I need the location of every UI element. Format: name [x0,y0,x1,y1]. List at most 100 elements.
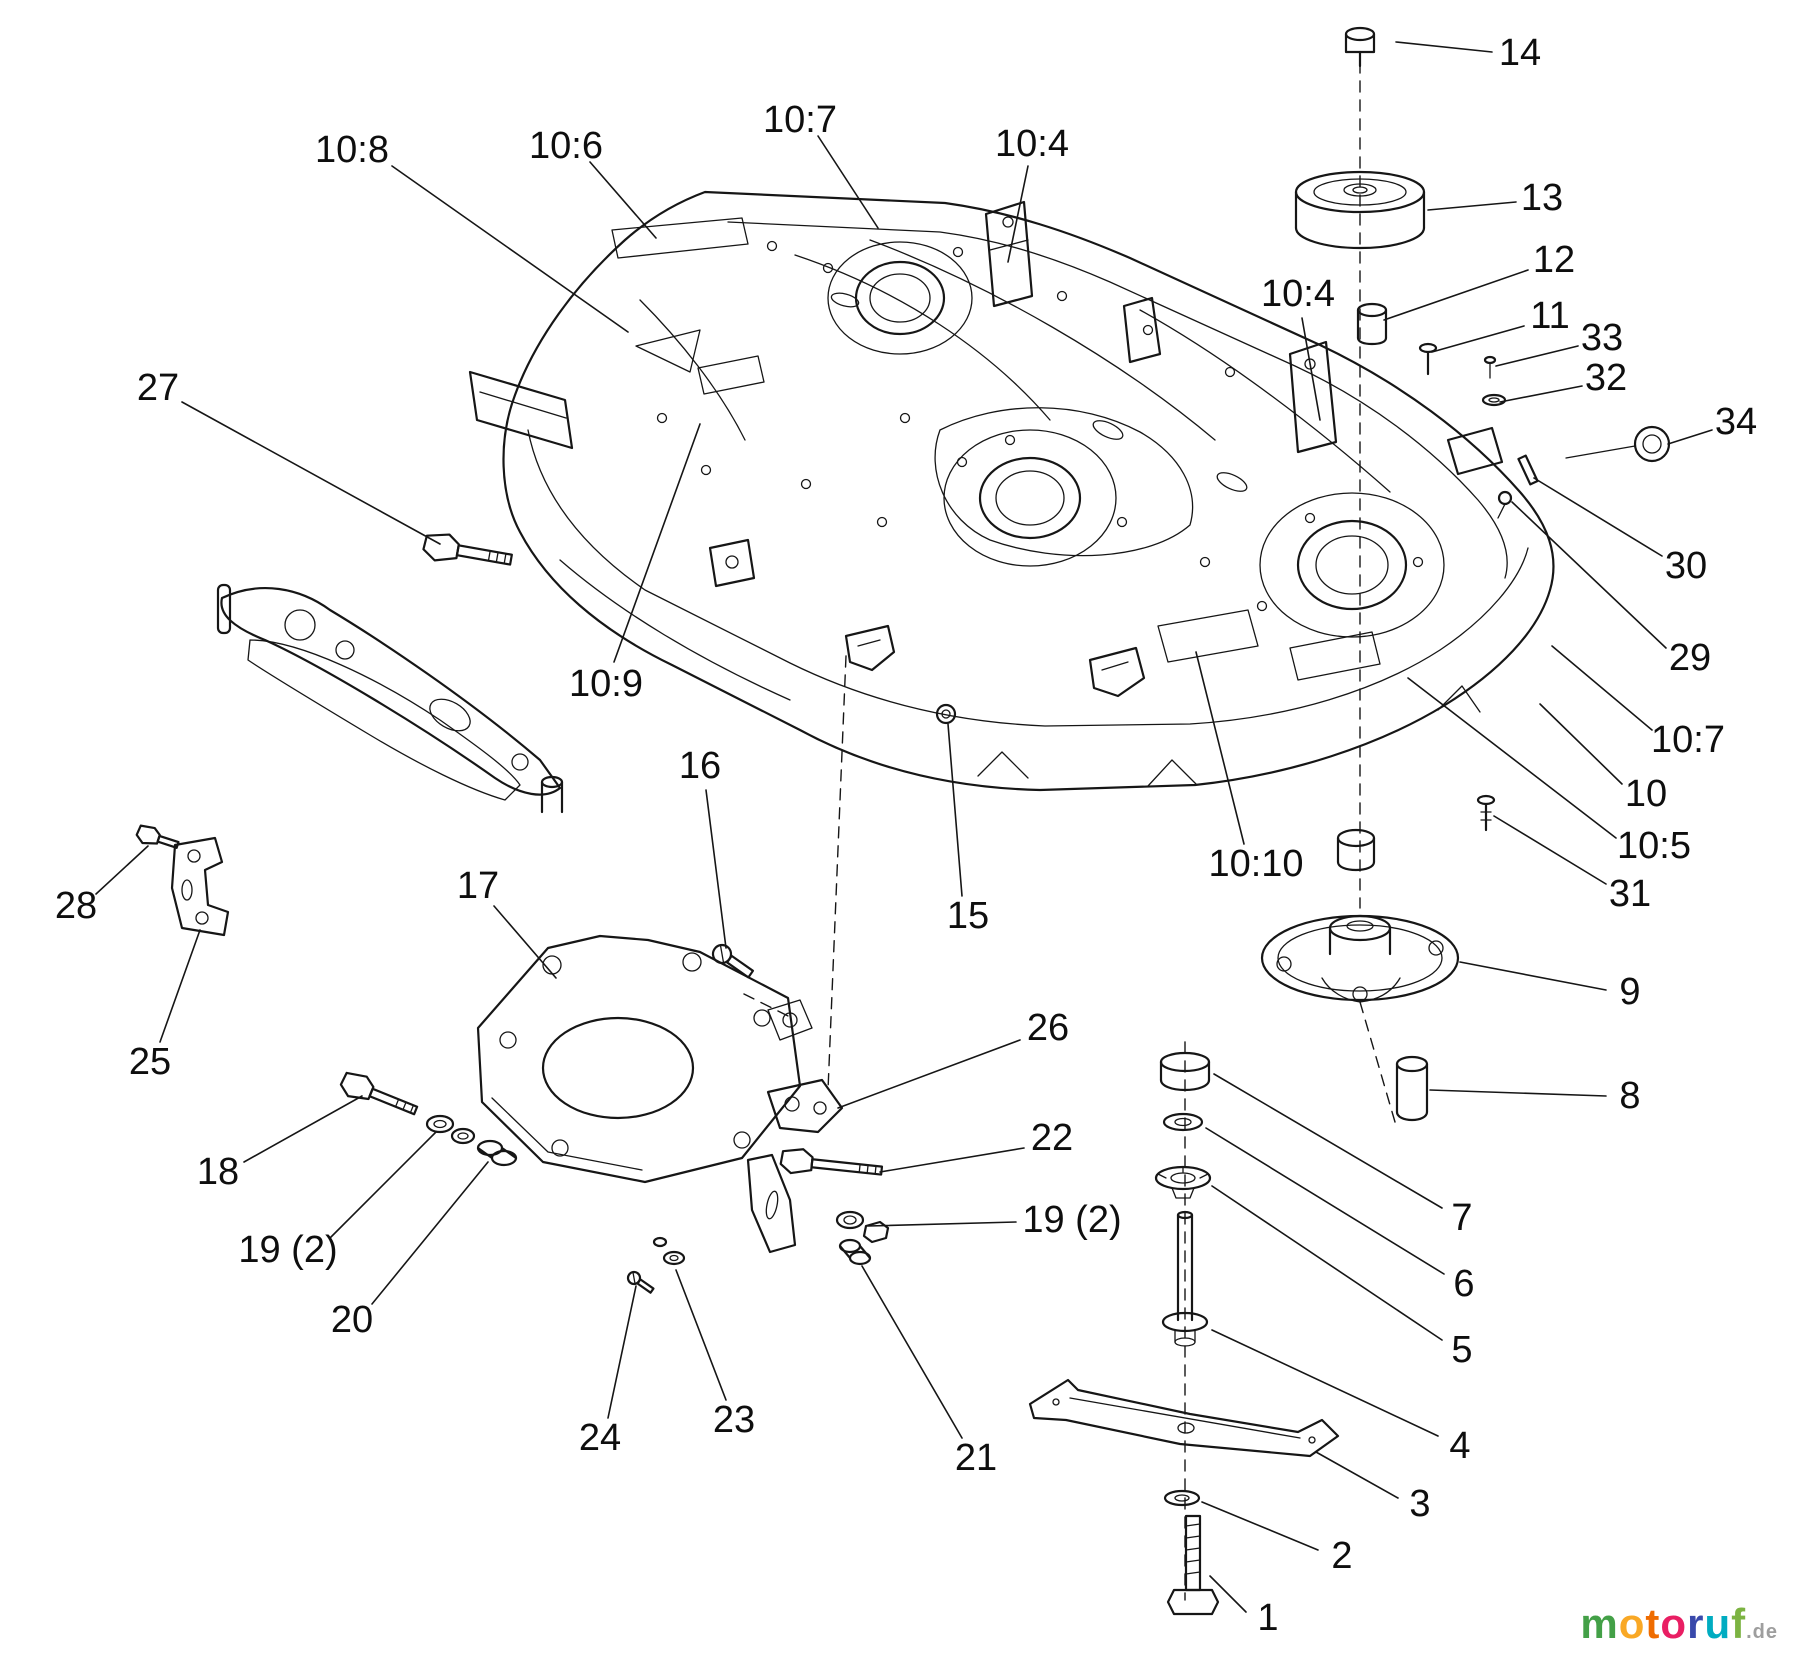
deck-left-flange [468,370,574,450]
watermark-letter: m [1580,1600,1619,1647]
washer-2 [1163,1489,1201,1507]
watermark-letter: f [1731,1600,1747,1647]
leader-line-10-4 [1007,165,1029,263]
leader-line-31 [1493,815,1607,885]
part-label-10-8: 10:8 [315,129,389,171]
hanger-pivot-pins [216,583,564,814]
part-label-11: 11 [1530,295,1569,337]
leader-line-10-7 [1551,645,1653,731]
leader-line-17 [493,905,557,979]
part-label-10-7: 10:7 [1651,719,1725,761]
part-label-4: 4 [1449,1425,1470,1467]
leader-line-13 [1427,201,1517,211]
part-label-19-2-: 19 (2) [238,1229,337,1271]
part-label-21: 21 [955,1437,997,1479]
leader-line-19-2- [329,1131,437,1239]
leader-line-10-4 [1301,317,1321,421]
deck-decals [611,217,1381,681]
washer-32 [1481,393,1507,407]
part-label-1: 1 [1257,1597,1278,1639]
part-label-5: 5 [1451,1329,1472,1371]
bracket-axis-line [827,655,847,1091]
leader-line-4 [1211,1329,1439,1437]
leader-line-10-9 [613,423,701,663]
bolt-28 [135,824,180,849]
deck-skirt-inner-line [559,559,791,701]
bolt-29 [1497,490,1513,506]
leader-line-16 [705,789,727,949]
part-label-16: 16 [679,745,721,787]
leader-line-10-5 [1407,677,1617,839]
part-label-12: 12 [1533,239,1575,281]
leader-line-25 [159,929,201,1043]
bolt-22 [779,1148,884,1176]
deck-holes [656,240,1424,612]
grommet-15 [935,703,957,725]
gauge-bracket [1446,426,1504,476]
leader-line-5 [1211,1185,1443,1341]
part-label-10-7: 10:7 [763,99,837,141]
hanger-arm-rear [247,639,521,801]
leader-line-33 [1495,345,1579,367]
part-label-10-6: 10:6 [529,125,603,167]
deck-hanger-brackets [984,200,1338,454]
washers-19a [425,1114,476,1145]
part-label-30: 30 [1665,545,1707,587]
leader-lines [95,41,1713,1613]
watermark-letter: r [1687,1600,1705,1647]
construction-lines [743,61,1396,1601]
deck-ribs [639,239,1391,557]
spindle-housing-9 [1260,914,1460,1003]
part-label-26: 26 [1027,1007,1069,1049]
watermark-letter: o [1660,1600,1688,1647]
leader-line-22 [879,1147,1025,1173]
leader-line-1 [1209,1575,1247,1613]
leader-line-29 [1511,501,1667,649]
bracket-25 [170,836,230,937]
part-label-20: 20 [331,1299,373,1341]
bushing-10-10 [1336,828,1376,872]
part-label-17: 17 [457,865,499,907]
leader-line-28 [95,845,149,895]
leader-line-10-6 [589,161,657,239]
deck-front-scallops [977,685,1481,787]
spacer-21 [838,1238,872,1266]
part-label-13: 13 [1521,177,1563,219]
deck-skirt-fold [527,429,1529,727]
leader-line-19-2- [867,1221,1017,1227]
watermark-suffix: .de [1746,1621,1778,1643]
part-label-8: 8 [1619,1075,1640,1117]
part-label-10-9: 10:9 [569,663,643,705]
leader-line-10 [1539,703,1623,785]
deck-top-rim [727,221,1508,579]
part-label-31: 31 [1609,873,1651,915]
part-label-10-5: 10:5 [1617,825,1691,867]
part-label-10: 10 [1625,773,1667,815]
part-label-33: 33 [1581,317,1623,359]
hanger-arm-front [220,587,562,796]
blade-3 [1028,1378,1340,1458]
part-label-27: 27 [137,367,179,409]
part-label-10-10: 10:10 [1208,843,1303,885]
leader-line-10-10 [1195,651,1245,845]
part-label-3: 3 [1409,1483,1430,1525]
spindle-lower-axis-line [1359,1001,1396,1123]
part-label-32: 32 [1585,357,1627,399]
part-label-9: 9 [1619,971,1640,1013]
bracket-26 [746,1078,844,1254]
leader-line-3 [1315,1451,1399,1499]
part-label-19-2-: 19 (2) [1022,1199,1121,1241]
cup-washer-7 [1159,1051,1211,1092]
leader-line-24 [607,1285,637,1419]
leader-line-2 [1201,1501,1319,1551]
part-label-29: 29 [1669,637,1711,679]
screw-24 [626,1270,655,1294]
spline-washer-5 [1154,1165,1212,1199]
watermark-letter: u [1704,1600,1732,1647]
spindle-assembly [1260,26,1460,1122]
leader-line-11 [1431,325,1525,353]
leader-line-7 [1213,1073,1443,1209]
leader-line-6 [1205,1127,1445,1275]
